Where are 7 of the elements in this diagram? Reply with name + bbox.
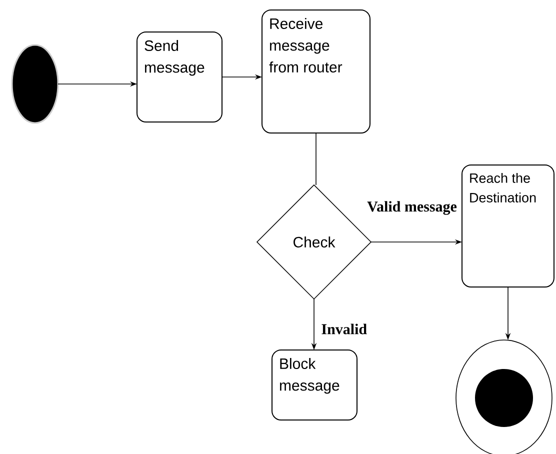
action-box: Block message [272, 349, 358, 420]
action-box: Receive message from router [262, 10, 370, 134]
action-box: Reach the Destination [462, 164, 554, 288]
end-node [456, 340, 552, 454]
edge-label: Invalid [320, 322, 368, 336]
start-node [11, 44, 59, 124]
action-box: Send message [136, 32, 222, 122]
